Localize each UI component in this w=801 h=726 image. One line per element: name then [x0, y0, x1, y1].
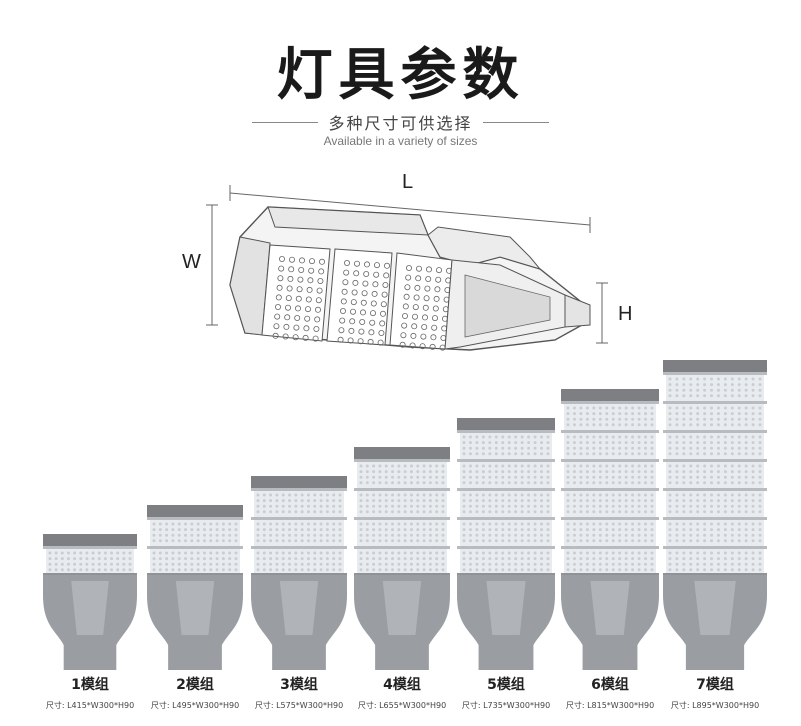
lamp-cap [43, 534, 137, 546]
length-label: L [402, 171, 414, 193]
module-label: 6模组 [591, 677, 629, 693]
lamp-graphic [251, 476, 347, 670]
module-size: 尺寸: L415*W300*H90 [45, 701, 135, 710]
module-size: 尺寸: L575*W300*H90 [254, 701, 344, 710]
led-panel [460, 430, 552, 575]
street-light-drawing [206, 185, 608, 351]
divider-left [252, 121, 319, 123]
subtitle-chinese: 多种尺寸可供选择 [328, 114, 473, 133]
lamp-cap [147, 505, 243, 517]
diagram-led-modules [261, 244, 453, 350]
lamp-graphic [663, 360, 767, 670]
page-title: 灯具参数 [276, 43, 525, 108]
module-label: 5模组 [487, 677, 525, 693]
module-size: 尺寸: L495*W300*H90 [150, 701, 240, 710]
module-size: 尺寸: L815*W300*H90 [565, 701, 655, 710]
module-label: 7模组 [696, 677, 734, 693]
led-panel [666, 372, 764, 575]
module-lamp-5 [457, 418, 555, 670]
lamp-cap [354, 447, 450, 459]
lamp-graphic [147, 505, 243, 670]
lamp-cap [561, 389, 659, 401]
module-size: 尺寸: L895*W300*H90 [670, 701, 760, 710]
lamp-graphic [561, 389, 659, 670]
subtitle-row: 多种尺寸可供选择 [0, 110, 801, 134]
height-label: H [618, 303, 633, 325]
module-lamp-3 [251, 476, 347, 670]
module-lamp-7 [663, 360, 767, 670]
module-lamp-6 [561, 389, 659, 670]
lamp-cap [457, 418, 555, 430]
lamp-graphic [457, 418, 555, 670]
width-label: W [182, 251, 201, 273]
lamp-graphic [43, 534, 137, 670]
module-size: 尺寸: L655*W300*H90 [357, 701, 447, 710]
module-lineup: 1模组尺寸: L415*W300*H90 2模组尺寸: L495*W300*H90… [0, 360, 801, 726]
lamp-cap [251, 476, 347, 488]
module-label: 1模组 [71, 677, 109, 693]
divider-right [482, 121, 549, 123]
module-lamp-4 [354, 447, 450, 670]
subtitle-english: Available in a variety of sizes [323, 134, 478, 148]
module-lamp-1 [43, 534, 137, 670]
dimension-diagram: L W H [170, 165, 650, 375]
led-panel [254, 488, 344, 575]
module-label: 2模组 [176, 677, 214, 693]
module-lamp-2 [147, 505, 243, 670]
module-size: 尺寸: L735*W300*H90 [461, 701, 551, 710]
lamp-graphic [354, 447, 450, 670]
module-label: 3模组 [280, 677, 318, 693]
led-panel [46, 546, 134, 575]
lamp-cap [663, 360, 767, 372]
module-label: 4模组 [383, 677, 421, 693]
